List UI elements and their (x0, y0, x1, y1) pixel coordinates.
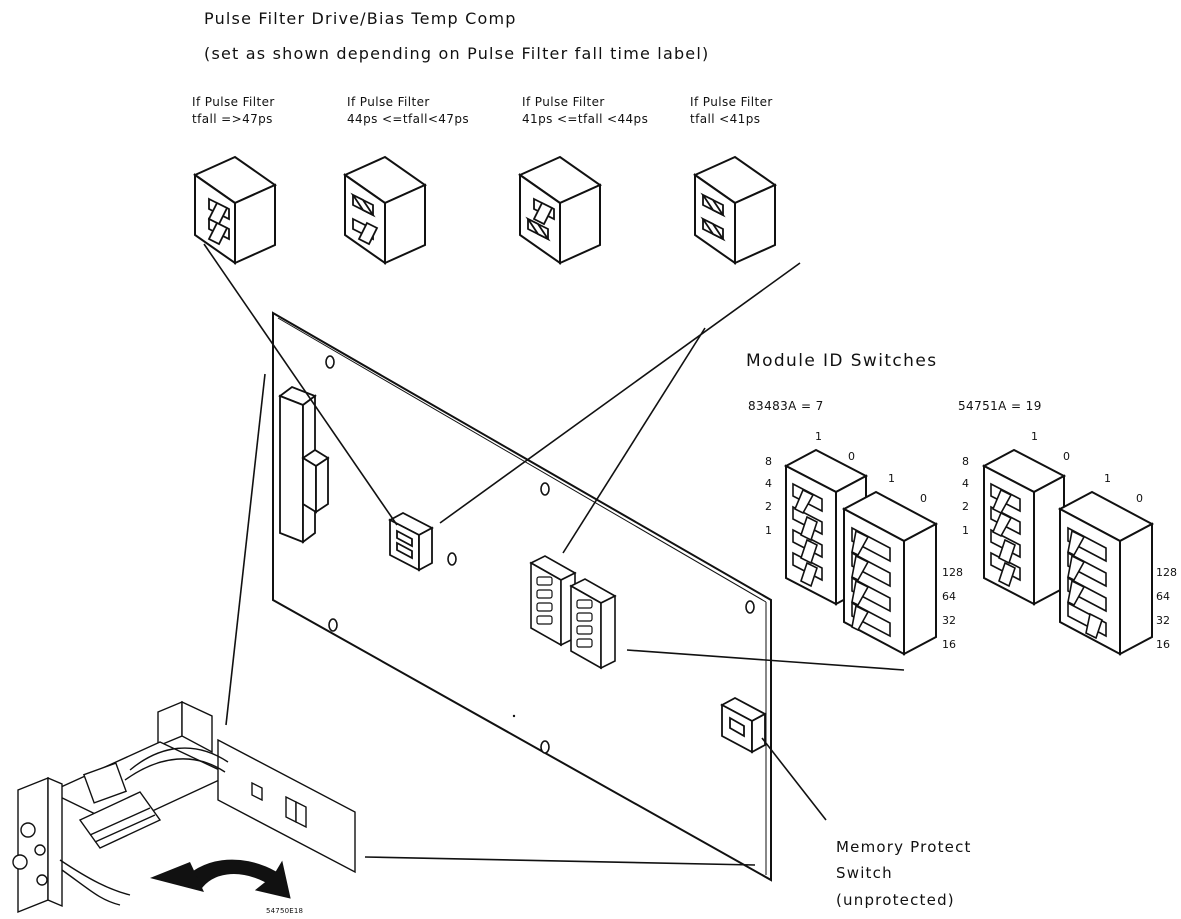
ex1-right-weight-16: 16 (942, 638, 956, 651)
pulse-filter-caption-3-line2: 41ps <=tfall <44ps (522, 112, 649, 126)
pulse-filter-caption-4-line2: tfall <41ps (690, 112, 761, 126)
ex2-left-weight-1: 1 (962, 524, 969, 537)
pulse-filter-caption-4: If Pulse Filter tfall <41ps (690, 94, 773, 128)
rotate-arrow-icon (179, 859, 291, 899)
module-id-switch-83483A (783, 448, 939, 656)
ex1-right-weight-64: 64 (942, 590, 956, 603)
ex2-right-header-off: 0 (1136, 492, 1143, 505)
pulse-filter-caption-1: If Pulse Filter tfall =>47ps (192, 94, 275, 128)
ex1-right-header-off: 0 (920, 492, 927, 505)
pulse-filter-caption-3: If Pulse Filter 41ps <=tfall <44ps (522, 94, 648, 128)
pulse-filter-caption-2-line1: If Pulse Filter (347, 95, 430, 109)
ex2-left-header-on: 1 (1031, 430, 1038, 443)
mounting-hole (540, 482, 550, 496)
board-pulse-filter-switch (388, 511, 434, 572)
mounting-hole (540, 740, 550, 754)
pulse-filter-switch-1 (194, 156, 276, 264)
mounting-hole (325, 355, 335, 369)
module-id-example-2-label: 54751A = 19 (958, 399, 1042, 413)
module-id-heading: Module ID Switches (746, 351, 938, 371)
title-line-1: Pulse Filter Drive/Bias Temp Comp (204, 9, 517, 28)
pulse-filter-switch-3 (519, 156, 601, 264)
module-id-example-1-label: 83483A = 7 (748, 399, 824, 413)
pulse-filter-switch-4 (694, 156, 776, 264)
board-module-id-switches (529, 555, 617, 670)
ex2-left-header-off: 0 (1063, 450, 1070, 463)
mounting-hole (745, 600, 755, 614)
ex2-right-weight-128: 128 (1156, 566, 1177, 579)
mounting-hole (447, 552, 457, 566)
ex2-right-header-on: 1 (1104, 472, 1111, 485)
mounting-hole (328, 618, 338, 632)
ex1-left-weight-4: 4 (765, 477, 772, 490)
ex1-left-weight-2: 2 (765, 500, 772, 513)
pulse-filter-caption-3-line1: If Pulse Filter (522, 95, 605, 109)
ex2-left-weight-8: 8 (962, 455, 969, 468)
ex2-right-weight-64: 64 (1156, 590, 1170, 603)
pulse-filter-caption-1-line2: tfall =>47ps (192, 112, 273, 126)
pulse-filter-caption-2: If Pulse Filter 44ps <=tfall<47ps (347, 94, 469, 128)
pulse-filter-switch-2 (344, 156, 426, 264)
ex1-left-header-off: 0 (848, 450, 855, 463)
pulse-filter-caption-2-line2: 44ps <=tfall<47ps (347, 112, 470, 126)
memory-protect-line2: Switch (836, 864, 893, 882)
title-line-2: (set as shown depending on Pulse Filter … (204, 44, 710, 63)
memory-protect-line3: (unprotected) (836, 891, 955, 909)
ex1-left-header-on: 1 (815, 430, 822, 443)
ex1-right-weight-32: 32 (942, 614, 956, 627)
pulse-filter-caption-1-line1: If Pulse Filter (192, 95, 275, 109)
instrument-overview (12, 700, 356, 914)
ex1-left-weight-1: 1 (765, 524, 772, 537)
memory-protect-line1: Memory Protect (836, 838, 972, 856)
figure-code: 54750E18 (266, 907, 304, 915)
leader-lines (203, 243, 905, 866)
ex2-right-weight-16: 16 (1156, 638, 1170, 651)
ex2-left-weight-4: 4 (962, 477, 969, 490)
board-connector (278, 385, 330, 544)
ex2-left-weight-2: 2 (962, 500, 969, 513)
ex1-left-weight-8: 8 (765, 455, 772, 468)
module-id-switch-54751A (981, 448, 1155, 656)
ex2-right-weight-32: 32 (1156, 614, 1170, 627)
pulse-filter-caption-4-line1: If Pulse Filter (690, 95, 773, 109)
ex1-right-weight-128: 128 (942, 566, 963, 579)
circuit-board (272, 311, 772, 882)
board-memory-protect-switch (720, 696, 767, 754)
ex1-right-header-on: 1 (888, 472, 895, 485)
